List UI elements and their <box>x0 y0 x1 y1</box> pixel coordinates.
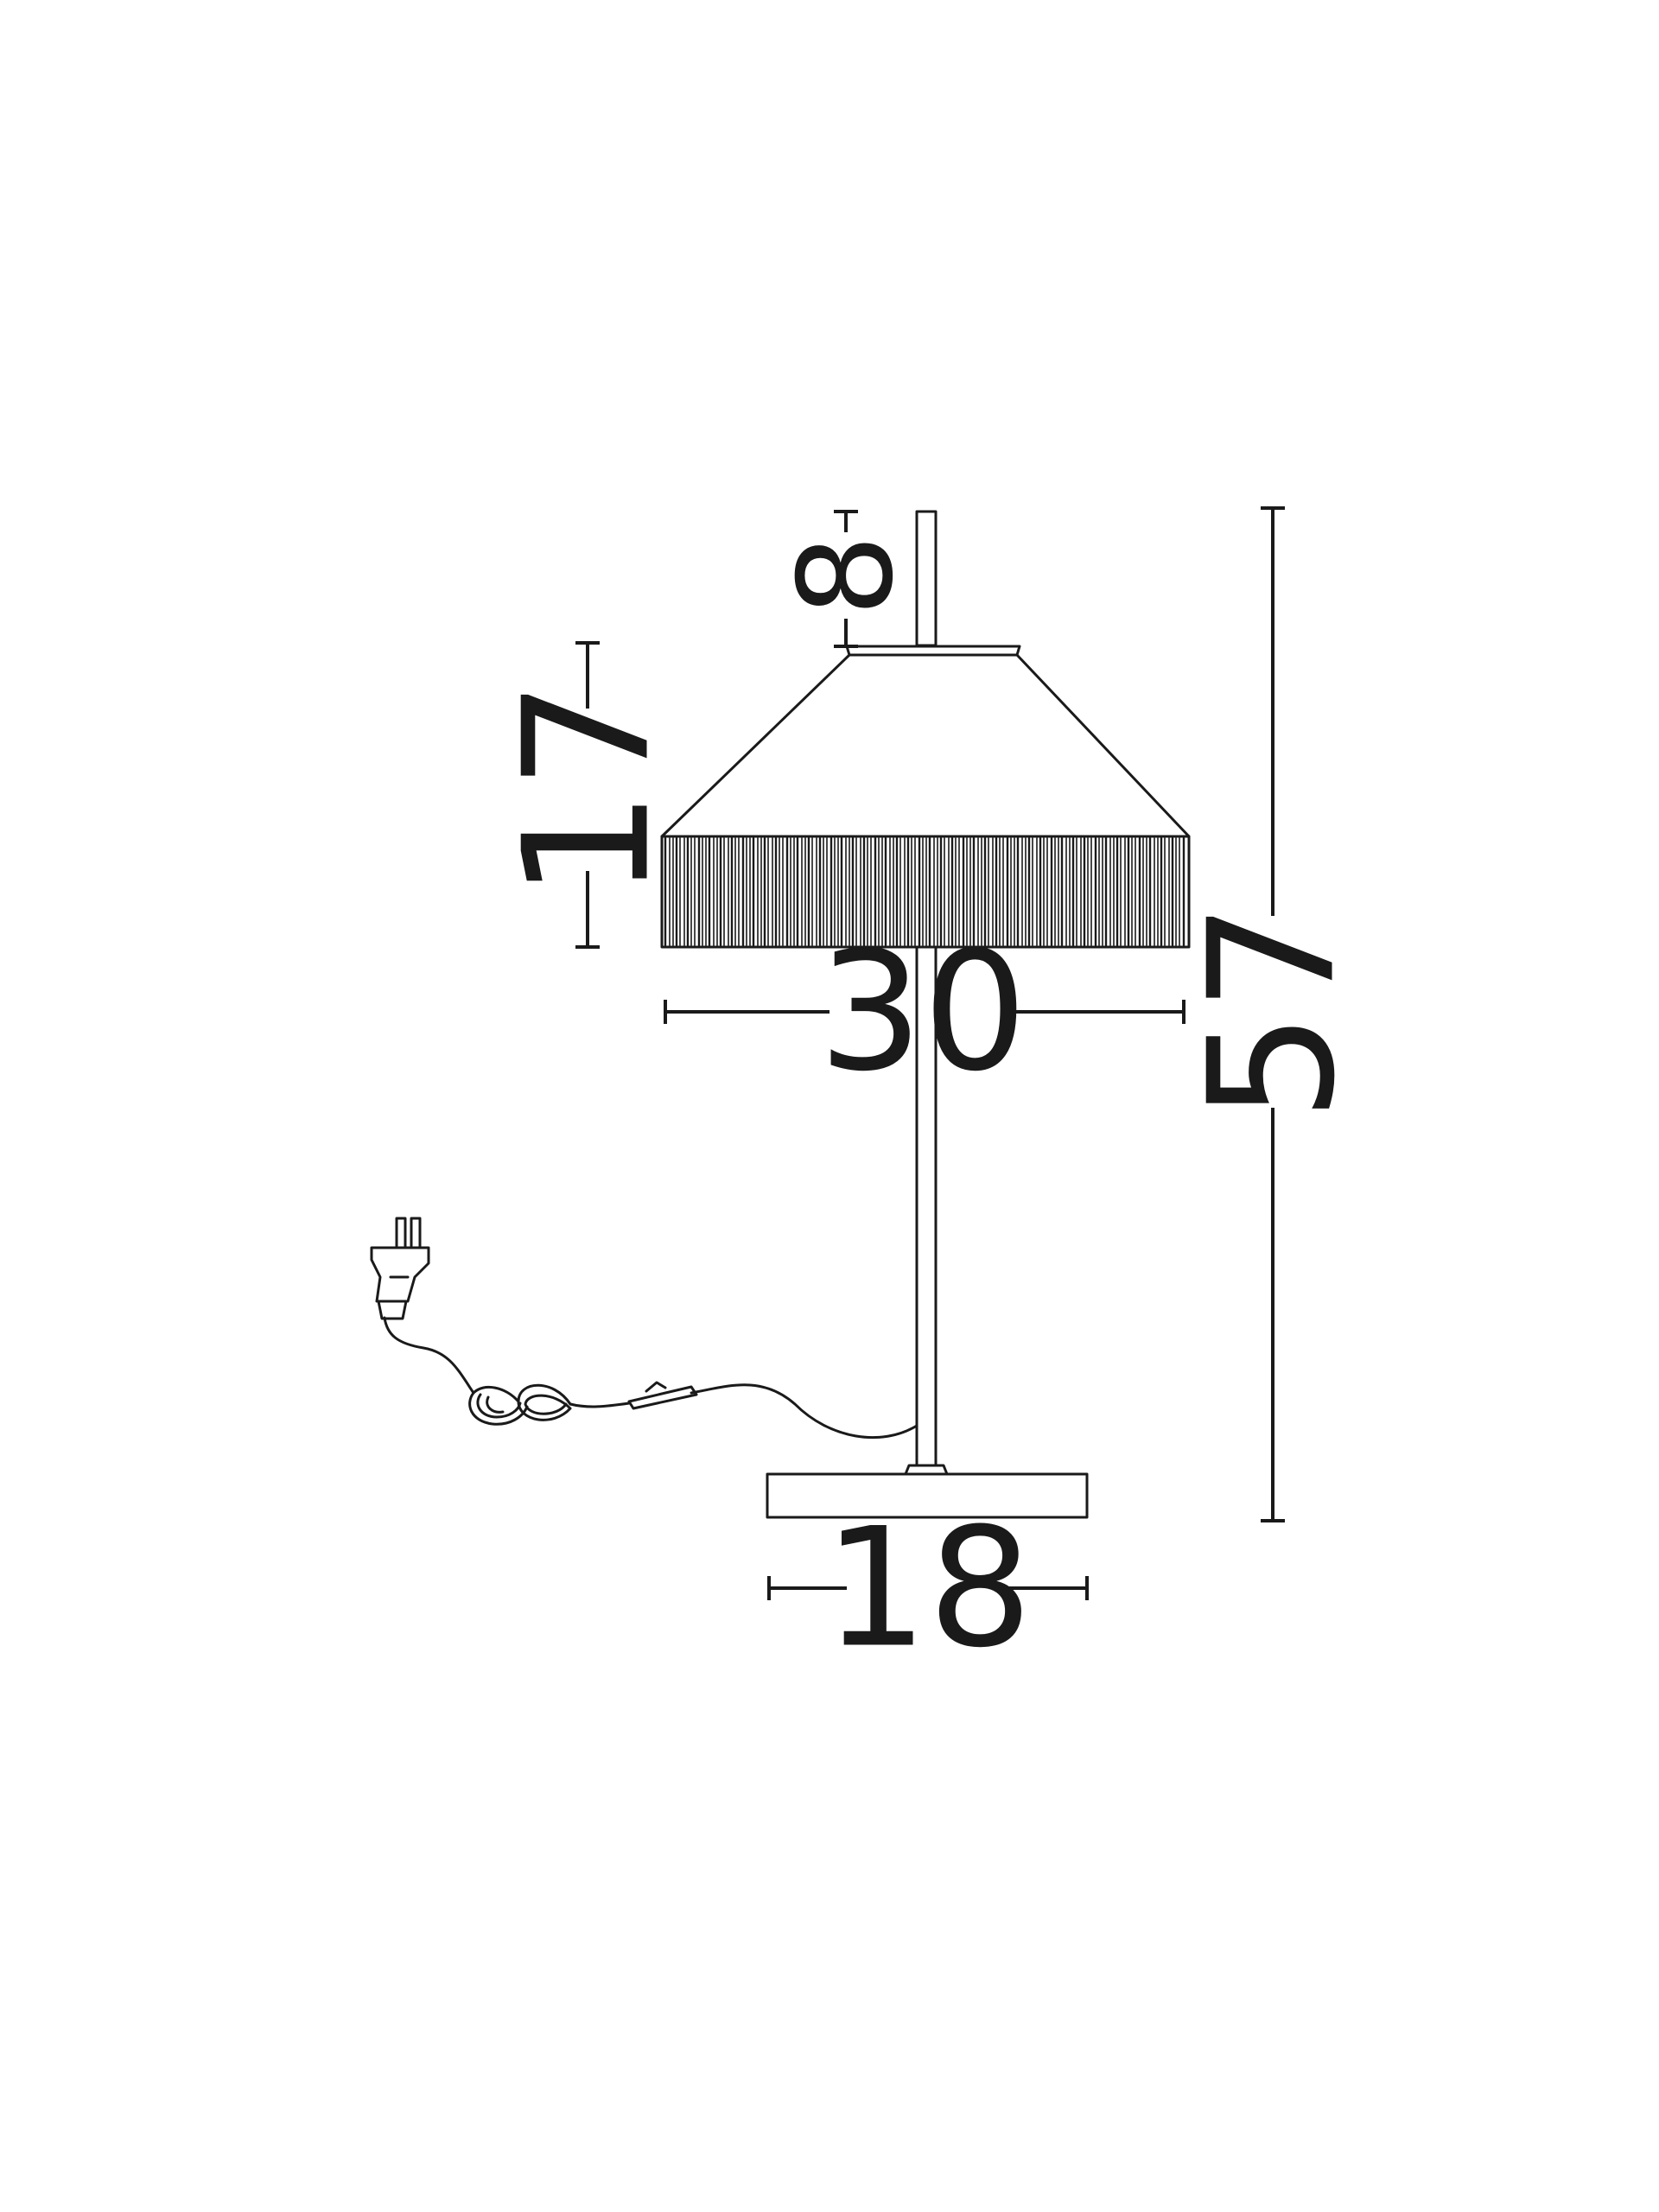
plug-body <box>377 1300 408 1320</box>
cord-line <box>690 1383 918 1440</box>
switch-button <box>645 1381 667 1393</box>
plug-prong-left <box>395 1217 407 1249</box>
lamp-base <box>766 1472 1089 1519</box>
table-lamp <box>660 510 1191 1519</box>
dim-label-17: 17 <box>487 680 689 900</box>
cord-switch-icon <box>627 1385 698 1410</box>
power-cord <box>370 1217 918 1440</box>
cord-line-3 <box>383 1316 475 1395</box>
shade-top-ring <box>845 645 1021 657</box>
dim-label-8: 8 <box>772 534 922 616</box>
cord-line-2 <box>569 1402 631 1408</box>
plug-prong-right <box>410 1217 422 1249</box>
plug-head <box>370 1246 430 1303</box>
cord-coil-icon <box>468 1383 572 1426</box>
dimension-lines <box>575 506 1285 1600</box>
dim-label-30: 30 <box>818 917 1027 1108</box>
lamp-shade <box>660 653 1191 838</box>
shade-fringe-strands <box>664 836 1185 947</box>
dim-label-18: 18 <box>823 1493 1033 1684</box>
dim-label-57: 57 <box>1173 902 1374 1122</box>
